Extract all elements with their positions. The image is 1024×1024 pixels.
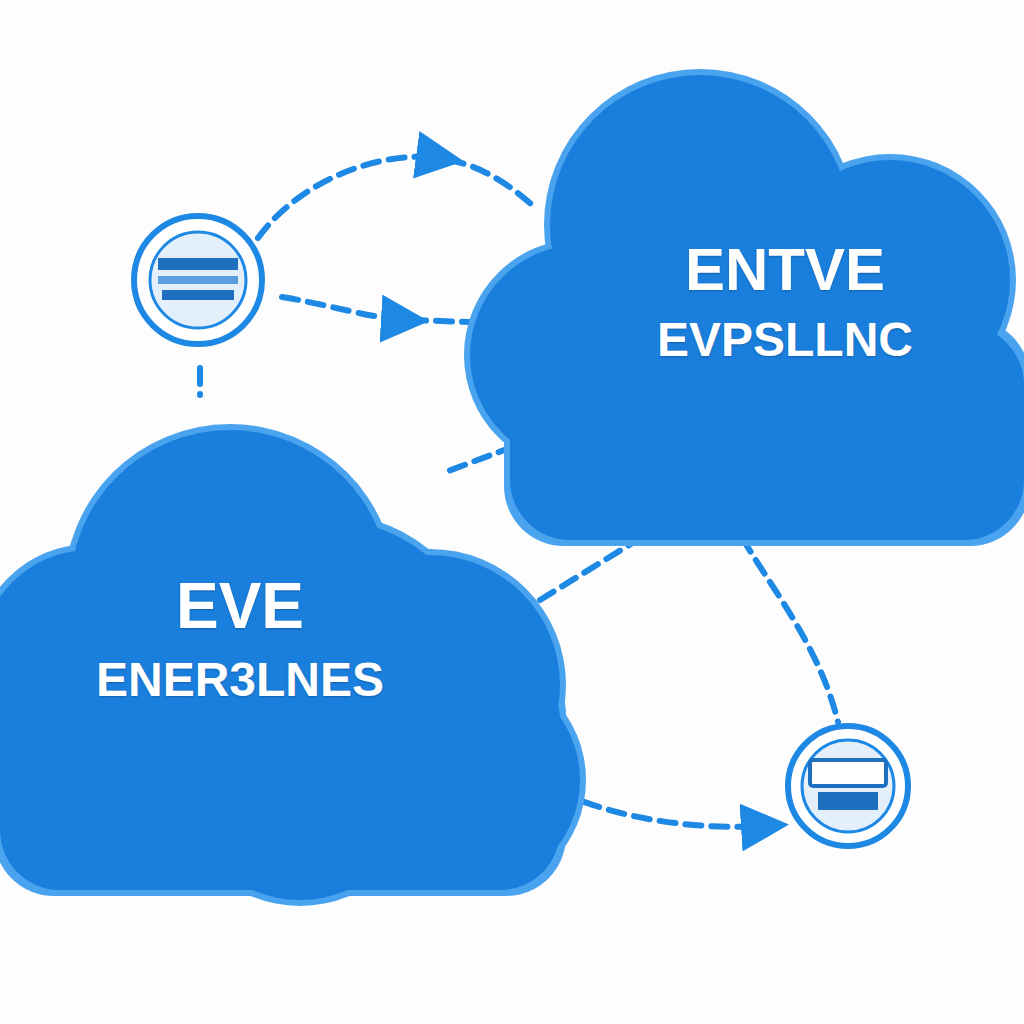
cloud-shape [470,75,1024,540]
cloud-label: ENER3LNES [96,652,384,707]
dashed-link [560,792,765,827]
dashed-link [197,368,203,395]
cloud-node: ENTVE EVPSLLNC [470,75,1024,540]
dashed-link [282,297,405,320]
cloud-text-box: EVE ENER3LNES [40,570,440,707]
dashed-link [258,157,440,238]
dashed-link [742,538,838,722]
cloud-heading: EVE [176,570,304,644]
dashed-link [410,320,470,322]
cloud-node: EVE ENER3LNES [0,420,600,900]
icon-circle [788,726,908,846]
cloud-label: EVPSLLNC [657,312,913,367]
cloud-text-box: ENTVE EVPSLLNC [620,235,950,367]
icon-circle [134,216,262,344]
cloud-heading: ENTVE [685,235,885,304]
dashed-link [448,160,532,205]
